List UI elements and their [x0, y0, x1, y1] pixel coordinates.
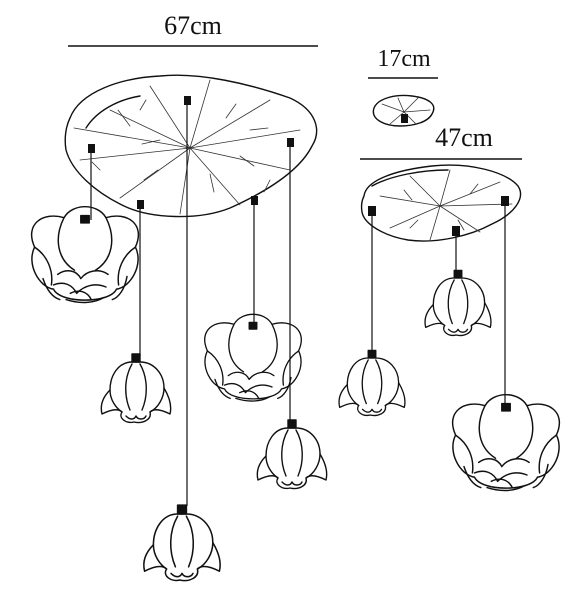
small-canopy-width-label: 17cm [377, 46, 431, 72]
lotus-flower-pendant-icon [30, 205, 140, 304]
large-canopy-cords [90, 100, 291, 506]
medium-canopy-width-label: 47cm [435, 123, 493, 152]
large-lotus-leaf-canopy [64, 74, 318, 218]
small-lotus-leaf-canopy [372, 94, 435, 127]
lotus-flower-pendant-icon [256, 419, 328, 490]
medium-canopy-cords [371, 202, 506, 406]
lotus-flower-pendant-icon [143, 504, 221, 582]
lotus-flower-pendant-icon [338, 349, 406, 417]
lotus-flower-pendant-icon [100, 353, 172, 424]
lotus-flower-pendant-icon [204, 313, 302, 402]
medium-lotus-leaf-canopy [360, 164, 522, 242]
lotus-flower-pendant-icon [451, 393, 561, 492]
large-canopy-sockets [88, 96, 294, 209]
small-canopy-socket [401, 114, 408, 123]
medium-canopy-sockets [368, 196, 509, 236]
large-canopy-width-label: 67cm [164, 11, 222, 40]
lotus-flower-pendant-icon [424, 269, 492, 337]
